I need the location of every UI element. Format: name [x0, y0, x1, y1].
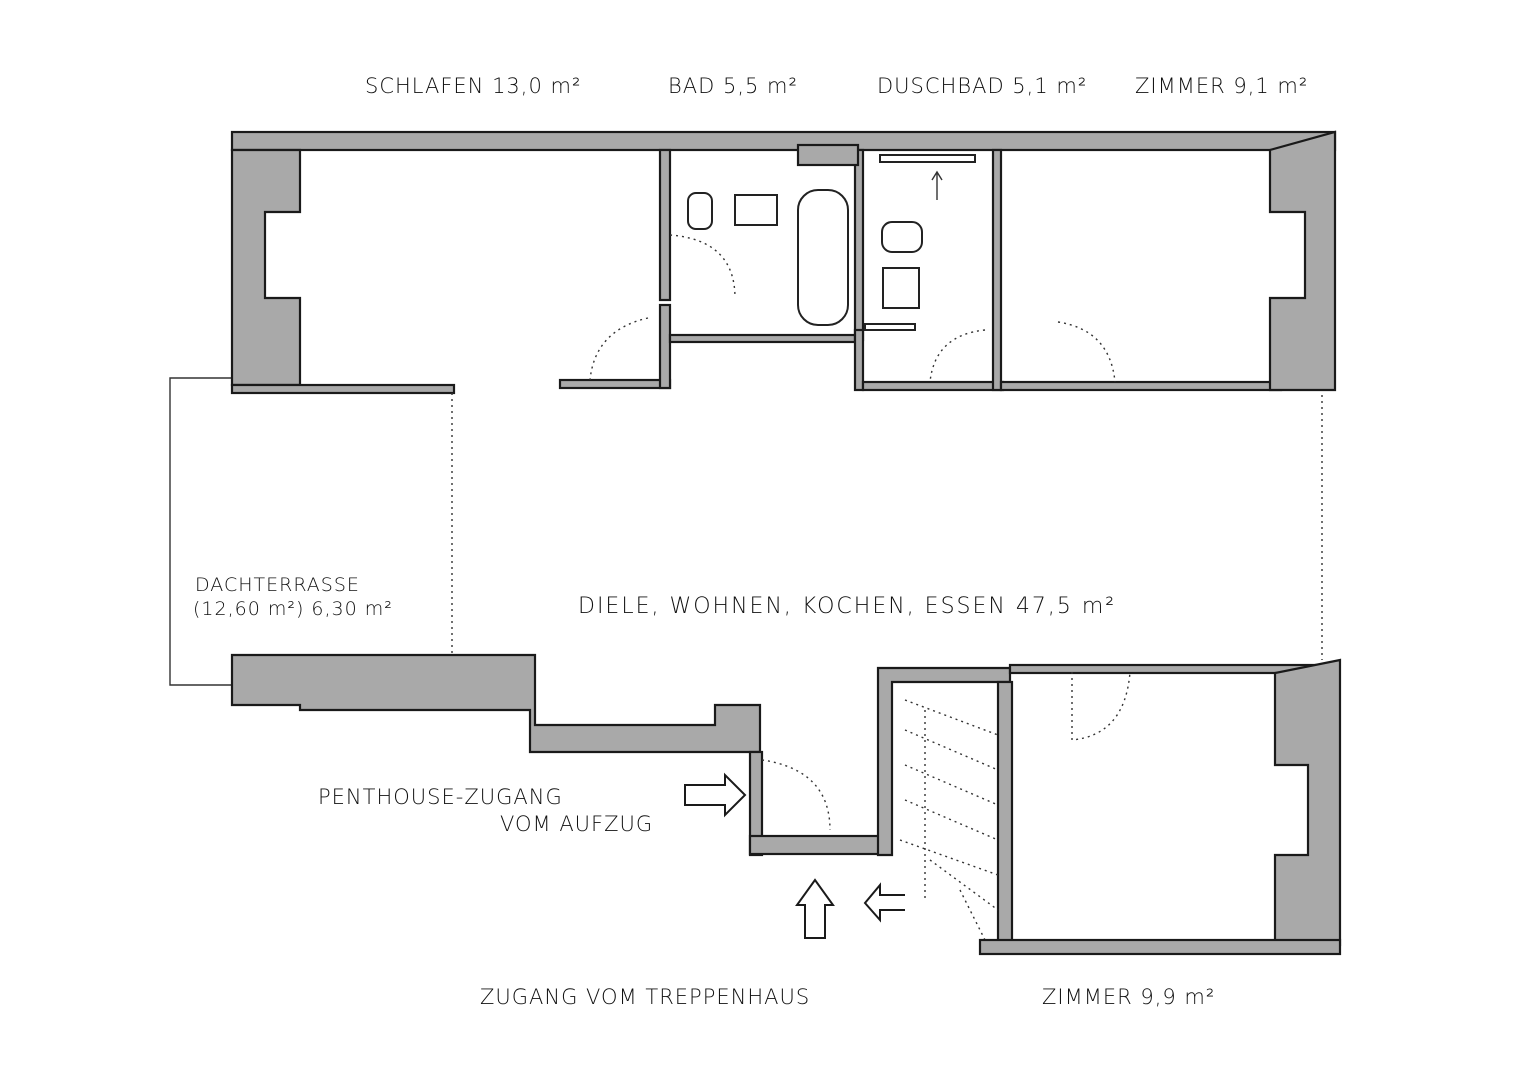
label-zimmer-bottom: ZIMMER 9,9 m²	[1042, 985, 1216, 1009]
wall-partition-2	[853, 148, 865, 342]
wall-entry-bottom	[748, 834, 882, 856]
wall-bad-bottom	[668, 333, 862, 344]
wall-duschbad-left	[853, 328, 865, 392]
label-penthouse-1: PENTHOUSE-ZUGANG	[318, 785, 563, 809]
wall-partition-3	[991, 148, 1003, 392]
wall-stairs-right	[996, 680, 1014, 946]
sink-duschbad	[882, 267, 920, 309]
label-dachterrasse-2: (12,60 m²) 6,30 m²	[193, 598, 393, 620]
label-dachterrasse-1: DACHTERRASSE	[195, 574, 360, 596]
door-zimmer-top	[1057, 321, 1116, 383]
wall-duschbad-bottom	[861, 380, 1005, 392]
wall-partition-1b	[658, 303, 672, 390]
door-schlafen	[589, 317, 649, 381]
label-schlafen: SCHLAFEN 13,0 m²	[365, 74, 582, 98]
arrow-left-icon	[863, 882, 905, 923]
arrow-up-icon	[795, 878, 835, 939]
wall-left-schlafen	[230, 148, 302, 387]
door-zimmer-bottom	[1071, 671, 1131, 741]
label-zimmer-top: ZIMMER 9,1 m²	[1135, 74, 1309, 98]
wall-bottom	[978, 938, 1342, 956]
toilet-duschbad	[881, 221, 923, 253]
terrace-outline	[169, 377, 232, 686]
label-duschbad: DUSCHBAD 5,1 m²	[877, 74, 1088, 98]
label-living: DIELE, WOHNEN, KOCHEN, ESSEN 47,5 m²	[578, 594, 1117, 619]
label-penthouse-2: VOM AUFZUG	[500, 812, 654, 836]
door-duschbad	[929, 329, 986, 383]
door-bad	[669, 234, 736, 299]
bathtub	[797, 189, 849, 326]
label-treppenhaus: ZUGANG VOM TREPPENHAUS	[480, 985, 811, 1009]
sink-bad	[734, 194, 778, 226]
wall-top	[230, 130, 1337, 152]
door-entry	[761, 759, 831, 831]
wall-right-zimmer	[1268, 130, 1337, 392]
wall-partition-1	[658, 148, 672, 302]
wall-zimmer-top-bottom	[999, 380, 1283, 392]
stairs	[899, 699, 999, 941]
shower-bar	[879, 154, 976, 163]
wall-bottom-left	[230, 653, 762, 754]
wall-bad-corner	[796, 143, 860, 167]
wall-schlafen-bottom	[230, 383, 456, 395]
label-bad: BAD 5,5 m²	[668, 74, 798, 98]
wall-schlafen-bottom-right	[558, 378, 672, 390]
wall-stairs-left	[876, 666, 1012, 857]
arrow-small-up-icon	[931, 170, 943, 200]
wall-right-zimmer-bottom	[1273, 658, 1342, 947]
arrow-right-icon	[684, 772, 747, 818]
towel-bar	[864, 323, 916, 331]
toilet-bad	[687, 192, 713, 230]
